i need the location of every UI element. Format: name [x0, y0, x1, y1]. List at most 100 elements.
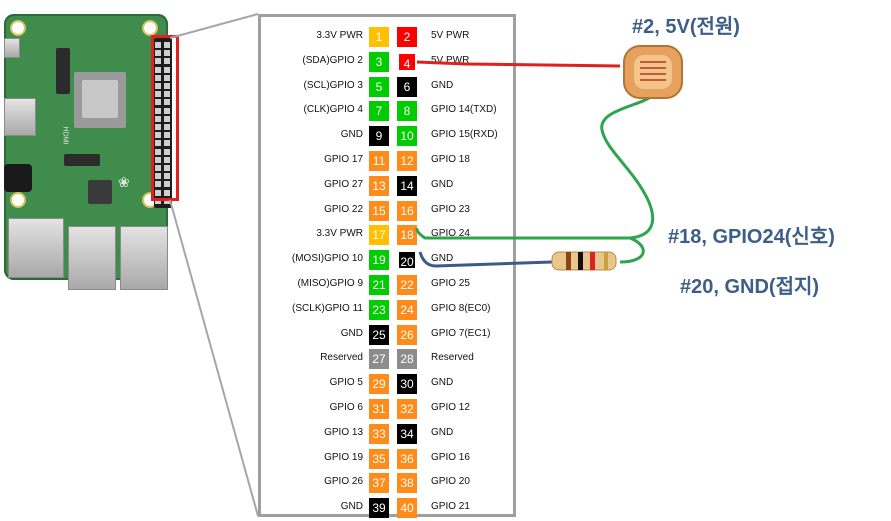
pin-number-even: 36 — [397, 448, 417, 469]
annotation-power: #2, 5V(전원) — [632, 16, 740, 38]
usb-port — [120, 226, 168, 290]
mount-hole — [10, 192, 26, 208]
pin-label-right: GND — [431, 79, 454, 91]
pin-label-right: GPIO 25 — [431, 278, 470, 289]
pin-label-left: GPIO 6 — [329, 402, 363, 413]
header-pin — [164, 83, 170, 89]
pin-number-even: 2 — [397, 27, 417, 47]
pin-label-right: GPIO 8(EC0) — [431, 302, 491, 314]
pin-number-even: 22 — [397, 275, 417, 295]
pin-label-left: GPIO 22 — [324, 203, 363, 215]
header-pin — [164, 148, 170, 155]
pin-label-left: GND — [340, 501, 363, 513]
pin-number-even: 30 — [397, 374, 417, 395]
pin-number-odd: 39 — [369, 498, 389, 519]
pin-number-even: 10 — [397, 126, 417, 147]
pin-label-right: GPIO 20 — [431, 476, 470, 488]
resistor-icon — [551, 251, 617, 271]
annotation-signal: #18, GPIO24(신호) — [668, 226, 835, 248]
pin-number-even: 38 — [397, 473, 417, 494]
pin-number-even: 6 — [397, 76, 417, 97]
pin-number-even: 34 — [397, 423, 417, 444]
pin-label-right: GPIO 12 — [431, 402, 470, 413]
pin-label-right: GND — [431, 377, 454, 389]
pin-row: GPIO 27 13 14 GND — [261, 175, 513, 196]
wire-gnd-blue — [418, 251, 553, 268]
pin-label-right: GND — [431, 426, 454, 438]
pin-label-left: GPIO 27 — [324, 178, 363, 190]
pin-number-odd: 5 — [369, 76, 389, 97]
header-pin — [164, 173, 170, 180]
header-pin — [155, 148, 161, 155]
pin-number-even: 18 — [397, 225, 417, 246]
pin-label-left: GPIO 19 — [324, 451, 363, 463]
header-pin — [155, 66, 161, 73]
pin-label-left: (CLK)GPIO 4 — [303, 104, 363, 116]
pin-number-odd: 19 — [369, 250, 389, 271]
audio-jack — [4, 164, 32, 192]
header-pin — [164, 50, 170, 57]
header-pin — [164, 58, 170, 65]
pin-label-right: 5V PWR — [431, 30, 470, 41]
photoresistor-icon — [623, 45, 683, 99]
pin-label-right: GPIO 16 — [431, 451, 470, 463]
pin-number-odd: 37 — [369, 473, 389, 494]
pin-number-odd: 27 — [369, 349, 389, 370]
pin-label-right: 5V PWR — [431, 54, 470, 66]
pin-number-even: 14 — [397, 175, 417, 196]
header-pin — [164, 66, 170, 73]
raspberry-pi-board: HDMI ❀ — [4, 14, 172, 290]
header-pin — [164, 42, 170, 48]
pin-label-right: GPIO 21 — [431, 501, 470, 513]
pin-number-odd: 25 — [369, 324, 389, 345]
header-pin — [155, 181, 161, 188]
header-pin — [164, 156, 170, 163]
pin-number-odd: 1 — [369, 27, 389, 47]
header-pin — [164, 165, 170, 171]
pin-label-left: GND — [340, 327, 363, 339]
pin-label-left: GPIO 26 — [324, 476, 363, 488]
callout-line-bottom — [169, 199, 259, 517]
pin-label-left: GND — [340, 129, 363, 141]
usb-port — [68, 226, 116, 290]
pin-number-even: 32 — [397, 399, 417, 419]
pin-number-even: 24 — [397, 299, 417, 320]
pin-label-right: GND — [431, 253, 454, 265]
pin-label-left: (SCLK)GPIO 11 — [292, 302, 363, 314]
pin-label-left: 3.3V PWR — [316, 30, 363, 41]
pin-label-right: GPIO 24 — [431, 228, 470, 240]
header-pin — [155, 74, 161, 81]
pin-label-left: Reserved — [320, 352, 363, 364]
pin-number-odd: 7 — [369, 101, 389, 122]
raspberry-logo-icon: ❀ — [118, 174, 130, 190]
pin-label-right: GND — [431, 178, 454, 190]
pin-label-left: GPIO 17 — [324, 154, 363, 165]
mount-hole — [142, 20, 158, 36]
pin-number-even: 40 — [397, 498, 417, 519]
pin-label-right: GPIO 14(TXD) — [431, 104, 497, 116]
header-pin — [164, 189, 170, 196]
pin-row: GPIO 6 31 32 GPIO 12 — [261, 399, 513, 419]
usb-power-port — [4, 38, 20, 58]
header-pin — [164, 74, 170, 81]
pin-row: GND 39 40 GPIO 21 — [261, 498, 513, 519]
display-connector — [56, 48, 70, 94]
pin-number-odd: 31 — [369, 399, 389, 419]
header-pin — [164, 132, 170, 139]
header-pin — [164, 140, 170, 147]
pin-label-right: GPIO 7(EC1) — [431, 327, 491, 339]
pin-number-even: 8 — [397, 101, 417, 122]
pin-label-right: GPIO 15(RXD) — [431, 129, 498, 141]
pin-number-odd: 13 — [369, 175, 389, 196]
pin-number-odd: 17 — [369, 225, 389, 246]
header-pin — [155, 132, 161, 139]
